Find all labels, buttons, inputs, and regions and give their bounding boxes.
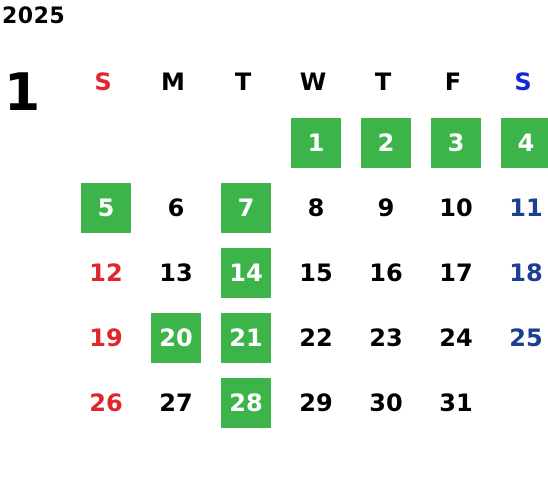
day-cell-24[interactable]: 24 <box>439 324 473 352</box>
day-cell-16[interactable]: 16 <box>369 259 403 287</box>
day-cell-12[interactable]: 12 <box>89 259 123 287</box>
day-cell-29[interactable]: 29 <box>299 389 333 417</box>
weekday-header-4: T <box>374 68 392 96</box>
day-cell-3[interactable]: 3 <box>431 118 481 168</box>
day-cell-26[interactable]: 26 <box>89 389 123 417</box>
day-cell-14[interactable]: 14 <box>221 248 271 298</box>
day-cell-2[interactable]: 2 <box>361 118 411 168</box>
day-cell-21[interactable]: 21 <box>221 313 271 363</box>
day-cell-10[interactable]: 10 <box>439 194 473 222</box>
month-number: 1 <box>4 63 41 123</box>
weekday-header-3: W <box>299 68 327 96</box>
day-cell-27[interactable]: 27 <box>159 389 193 417</box>
day-cell-17[interactable]: 17 <box>439 259 473 287</box>
day-cell-19[interactable]: 19 <box>89 324 123 352</box>
weekday-header-5: F <box>444 68 462 96</box>
day-cell-5[interactable]: 5 <box>81 183 131 233</box>
day-cell-20[interactable]: 20 <box>151 313 201 363</box>
day-cell-6[interactable]: 6 <box>167 194 185 222</box>
day-cell-13[interactable]: 13 <box>159 259 193 287</box>
weekday-header-0: S <box>94 68 112 96</box>
year-label: 2025 <box>2 4 66 29</box>
day-cell-22[interactable]: 22 <box>299 324 333 352</box>
day-cell-25[interactable]: 25 <box>509 324 543 352</box>
day-cell-1[interactable]: 1 <box>291 118 341 168</box>
day-cell-15[interactable]: 15 <box>299 259 333 287</box>
weekday-header-2: T <box>234 68 252 96</box>
day-cell-31[interactable]: 31 <box>439 389 473 417</box>
day-cell-28[interactable]: 28 <box>221 378 271 428</box>
day-cell-23[interactable]: 23 <box>369 324 403 352</box>
day-cell-7[interactable]: 7 <box>221 183 271 233</box>
day-cell-18[interactable]: 18 <box>509 259 543 287</box>
day-cell-9[interactable]: 9 <box>377 194 395 222</box>
weekday-header-1: M <box>161 68 185 96</box>
weekday-header-6: S <box>514 68 532 96</box>
day-cell-8[interactable]: 8 <box>307 194 325 222</box>
day-cell-11[interactable]: 11 <box>509 194 543 222</box>
day-cell-30[interactable]: 30 <box>369 389 403 417</box>
day-cell-4[interactable]: 4 <box>501 118 548 168</box>
